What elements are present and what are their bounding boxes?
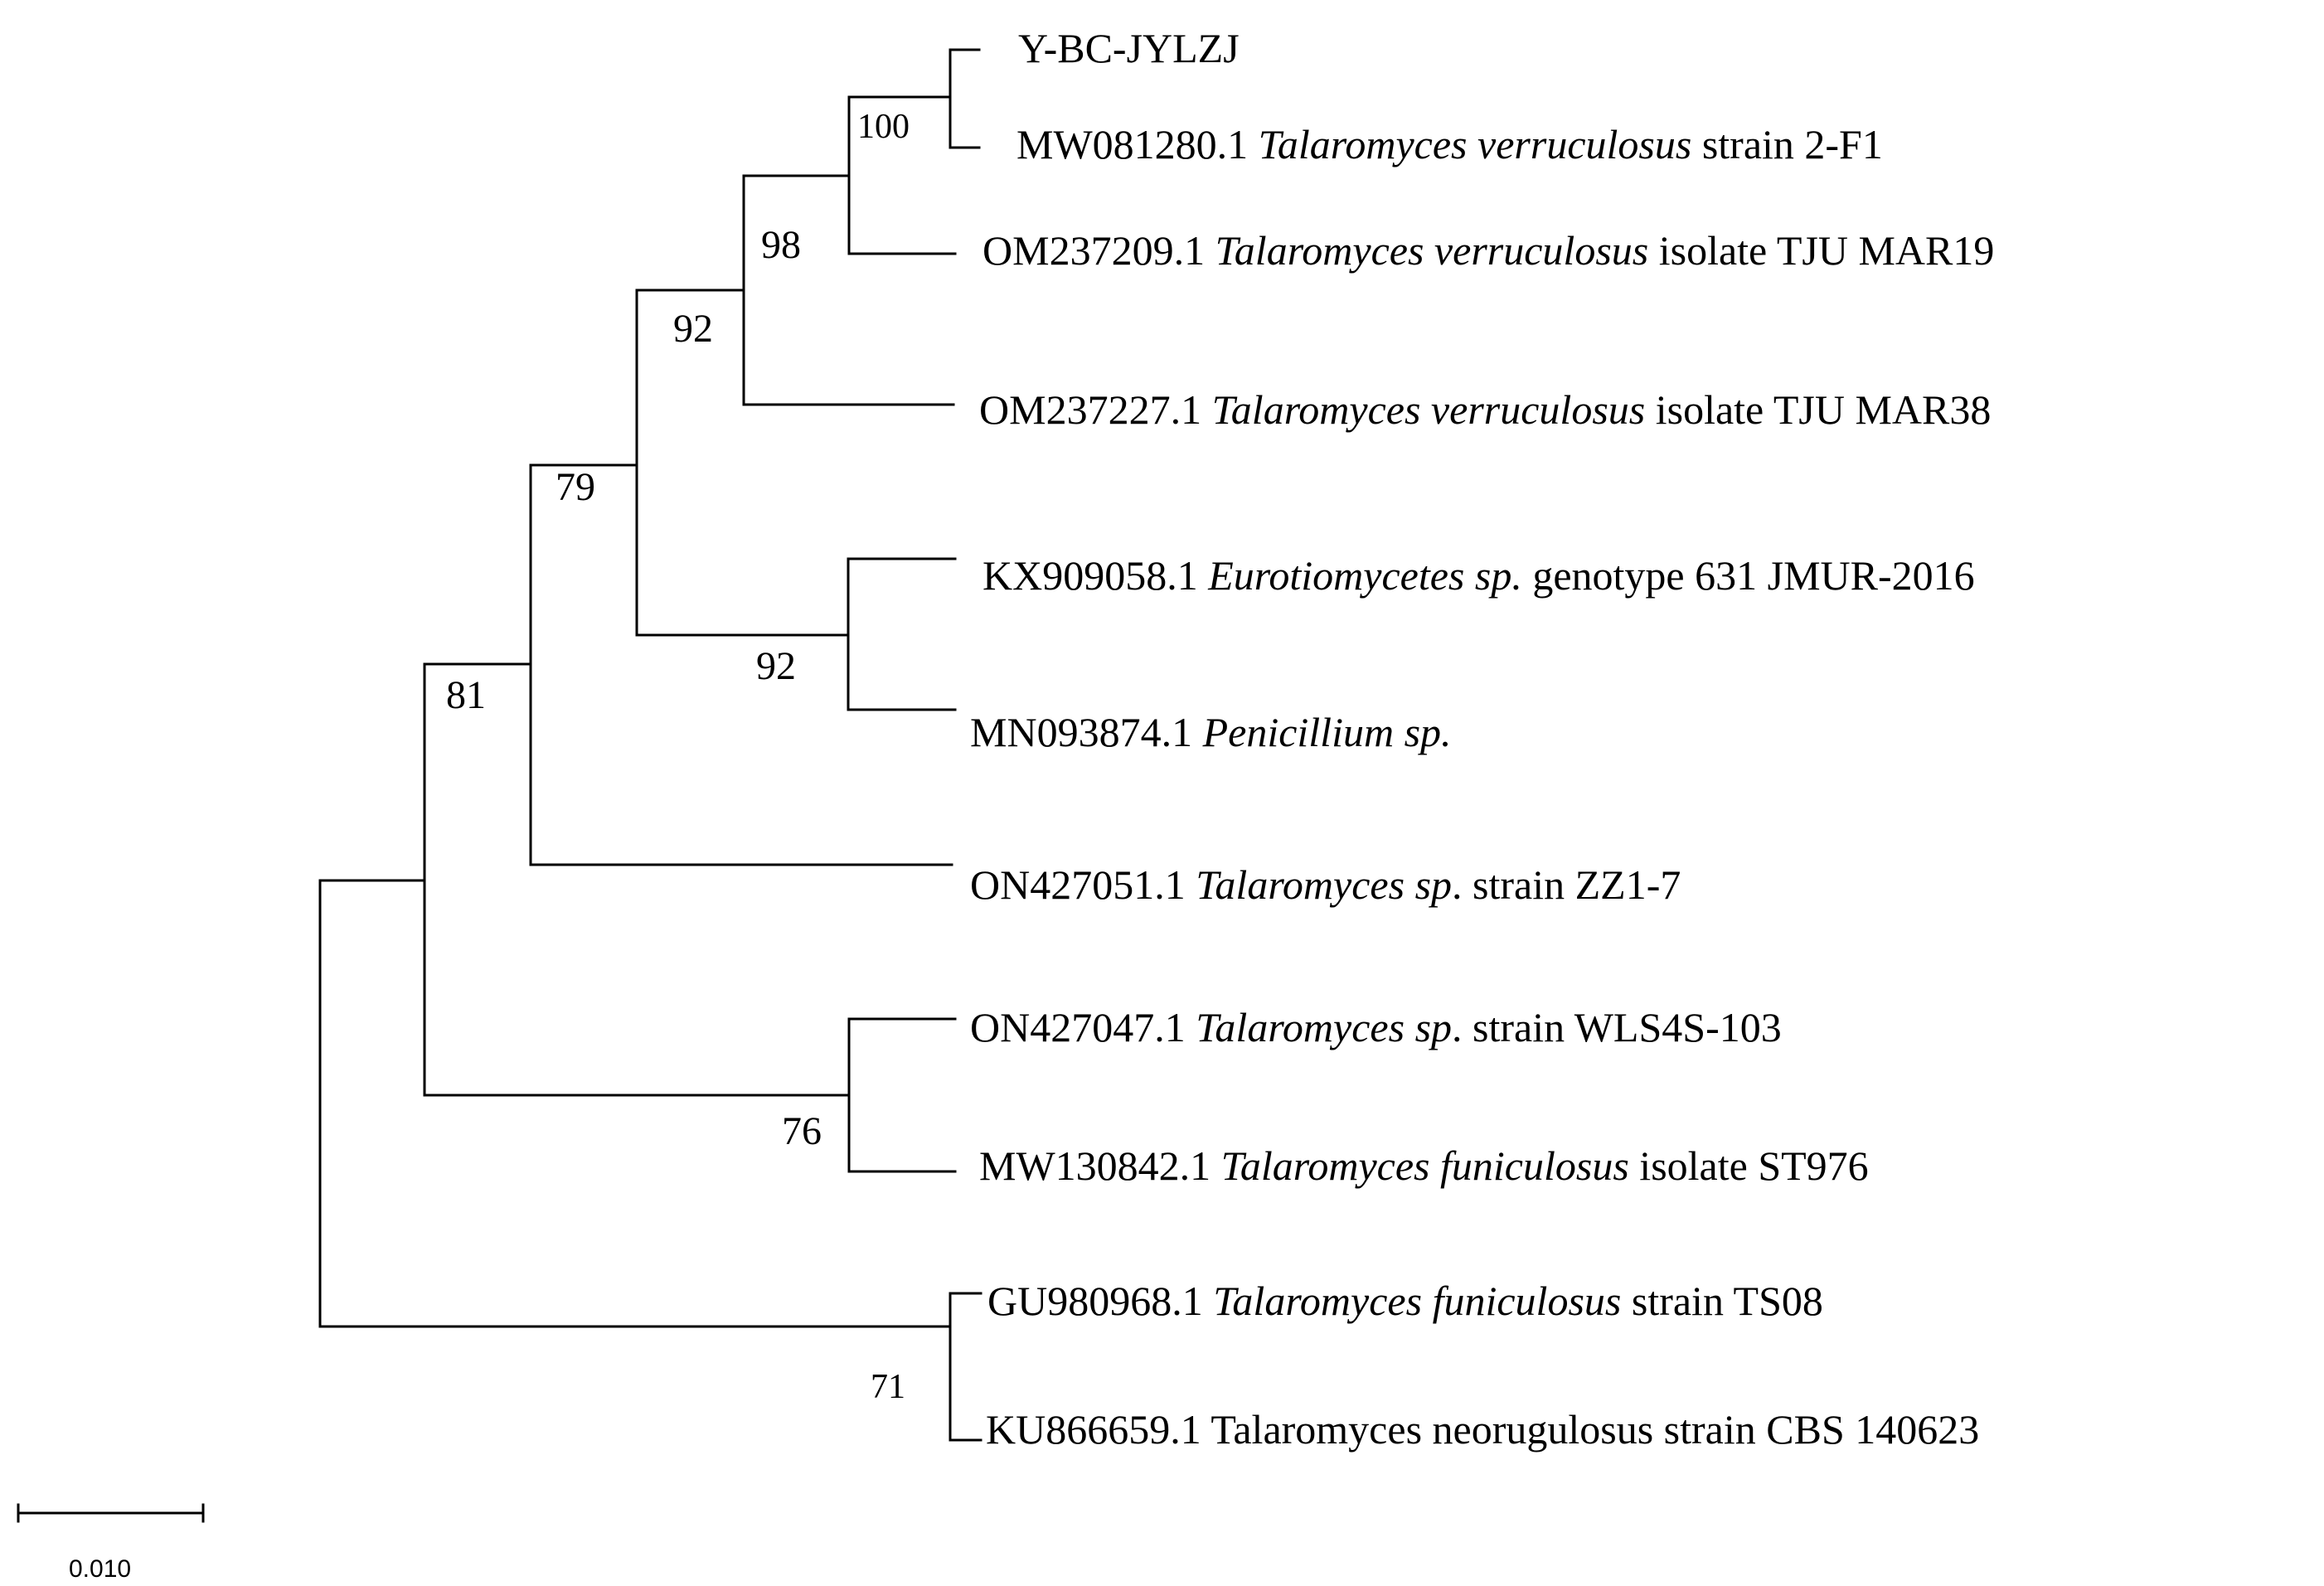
tree-branches [318, 48, 982, 1442]
bootstrap-value: 92 [756, 644, 796, 688]
leaf-label: GU980968.1 Talaromyces funiculosus strai… [987, 1278, 1823, 1324]
leaf-label: MW081280.1 Talaromyces verruculosus stra… [1016, 121, 1883, 167]
bootstrap-value: 76 [782, 1109, 822, 1153]
leaf-label: Y-BC-JYLZJ [1018, 25, 1240, 71]
bootstrap-values: 100 98 92 92 79 81 76 71 [446, 108, 910, 1406]
leaf-label: KX909058.1 Eurotiomycetes sp. genotype 6… [982, 552, 1975, 599]
bootstrap-value: 92 [673, 307, 713, 351]
leaf-label: KU866659.1 Talaromyces neorugulosus stra… [986, 1406, 1979, 1453]
leaf-label: ON427051.1 Talaromyces sp. strain ZZ1-7 [970, 861, 1681, 908]
leaf-label: OM237227.1 Talaromyces verruculosus isol… [979, 386, 1991, 433]
bootstrap-value: 98 [761, 223, 801, 267]
leaf-label: MN093874.1 Penicillium sp. [970, 709, 1452, 755]
scale-bar: 0.010 [17, 1503, 205, 1583]
bootstrap-value: 79 [556, 465, 595, 509]
leaf-label: ON427047.1 Talaromyces sp. strain WLS4S-… [970, 1004, 1782, 1050]
leaf-label: MW130842.1 Talaromyces funiculosus isola… [979, 1142, 1869, 1189]
bootstrap-value: 81 [446, 673, 486, 717]
bootstrap-value: 71 [871, 1368, 905, 1406]
leaf-labels: Y-BC-JYLZJ MW081280.1 Talaromyces verruc… [970, 25, 1994, 1453]
scale-bar-line [17, 1503, 205, 1523]
leaf-label: OM237209.1 Talaromyces verruculosus isol… [982, 227, 1994, 274]
scale-bar-label: 0.010 [69, 1555, 131, 1583]
bootstrap-value: 100 [857, 108, 910, 146]
